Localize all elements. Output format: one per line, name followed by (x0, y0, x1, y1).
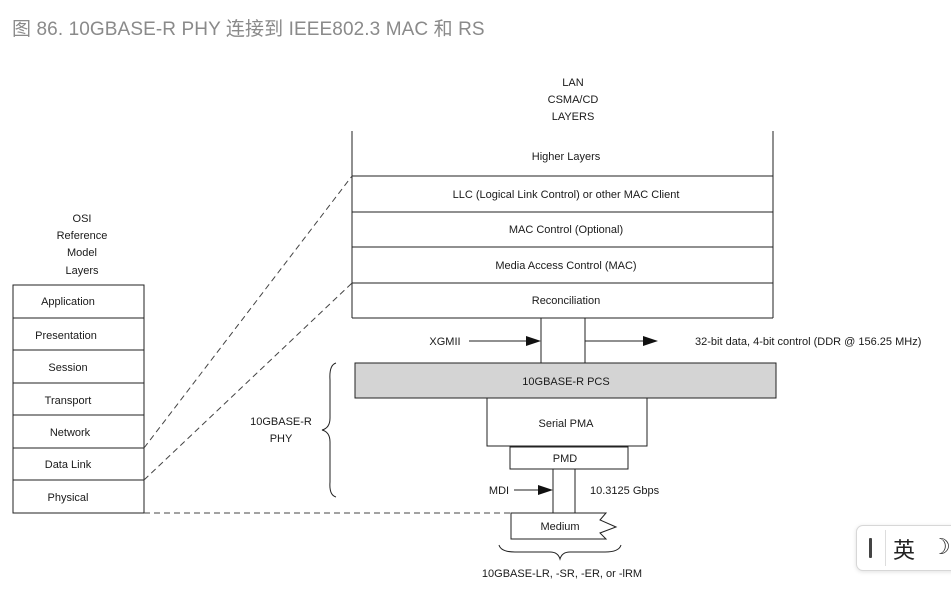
medium-types-label: 10GBASE-LR, -SR, -ER, or -lRM (482, 568, 642, 580)
pmd-label: PMD (553, 453, 578, 465)
osi-layer-presentation: Presentation (35, 330, 97, 342)
lan-header-line-2: CSMA/CD (548, 94, 599, 106)
mapping-dashed-lines (143, 175, 511, 514)
osi-layer-stack (12, 284, 145, 514)
ime-indicator[interactable]: 英 ☽ (856, 525, 951, 571)
xgmii-connector (469, 318, 645, 363)
lan-layer-reconciliation: Reconciliation (532, 295, 600, 307)
xgmii-label: XGMII (429, 336, 460, 348)
osi-layer-transport: Transport (45, 395, 92, 407)
osi-header-line-2: Reference (57, 230, 108, 242)
lan-header-line-3: LAYERS (552, 111, 595, 123)
medium-brace (498, 544, 622, 561)
pcs-label: 10GBASE-R PCS (522, 376, 609, 388)
osi-layer-application: Application (41, 296, 95, 308)
osi-layer-session: Session (48, 362, 87, 374)
pma-label: Serial PMA (538, 418, 594, 430)
ime-mode-toggle[interactable]: 英 (893, 539, 916, 564)
osi-header-line-4: Layers (65, 265, 99, 277)
osi-layer-data-link: Data Link (45, 459, 92, 471)
osi-layer-physical: Physical (48, 492, 89, 504)
osi-layer-network: Network (50, 427, 91, 439)
phy-label-line-2: PHY (270, 433, 293, 445)
pma-block (486, 397, 648, 447)
osi-header-line-3: Model (67, 247, 97, 259)
lan-layer-mac-control: MAC Control (Optional) (509, 224, 623, 236)
xgmii-description: 32-bit data, 4-bit control (DDR @ 156.25… (695, 336, 921, 348)
medium-label: Medium (540, 521, 579, 533)
mdi-connector (514, 469, 576, 513)
lan-layer-stack (351, 131, 774, 319)
medium-block (510, 512, 618, 540)
lan-layer-llc: LLC (Logical Link Control) or other MAC … (453, 189, 680, 201)
mdi-rate: 10.3125 Gbps (590, 485, 660, 497)
phy-brace (321, 362, 337, 498)
xgmii-left-arrowhead (526, 336, 541, 346)
pmd-block (509, 446, 629, 470)
osi-header-line-1: OSI (73, 213, 92, 225)
xgmii-right-arrowhead (643, 336, 658, 346)
lan-layer-mac: Media Access Control (MAC) (495, 260, 636, 272)
moon-icon[interactable]: ☽ (931, 535, 951, 560)
figure-caption: 图 86. 10GBASE-R PHY 连接到 IEEE802.3 MAC 和 … (12, 19, 485, 40)
mdi-arrowhead (538, 485, 553, 495)
ime-drag-handle-icon[interactable] (869, 538, 872, 558)
ime-divider (885, 530, 886, 566)
lan-layer-higher: Higher Layers (532, 151, 601, 163)
mdi-label: MDI (489, 485, 509, 497)
lan-header-line-1: LAN (562, 77, 583, 89)
phy-label-line-1: 10GBASE-R (250, 416, 312, 428)
